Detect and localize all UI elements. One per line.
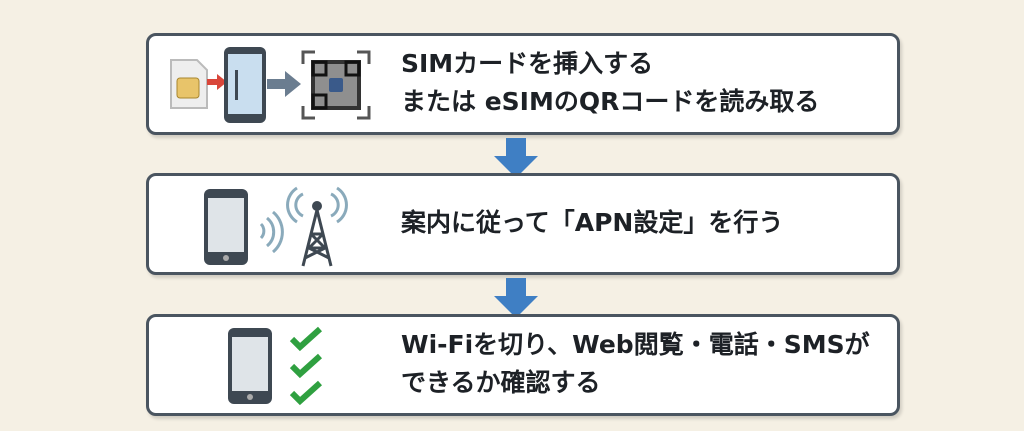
step-2-box: 案内に従って「APN設定」を行う (146, 173, 900, 275)
insert-arrow-icon (207, 74, 227, 90)
down-arrow-icon (494, 138, 538, 178)
step-2-text: 案内に従って「APN設定」を行う (401, 204, 783, 242)
check-icon (289, 326, 323, 406)
smartphone-icon (204, 189, 248, 265)
step-3-line-1: Wi-Fiを切り、Web閲覧・電話・SMSが (401, 330, 870, 359)
smartphone-icon (228, 328, 272, 404)
signal-tower-icon (259, 186, 348, 267)
down-arrow-icon (494, 278, 538, 318)
qr-code-icon (301, 50, 371, 120)
transfer-arrow-icon (267, 71, 301, 97)
step-3-text: Wi-Fiを切り、Web閲覧・電話・SMSができるか確認する (401, 326, 870, 402)
step-1-line-1: SIMカードを挿入する (401, 49, 654, 78)
step-3-box: Wi-Fiを切り、Web閲覧・電話・SMSができるか確認する (146, 314, 900, 416)
step-3-line-2: できるか確認する (401, 368, 601, 397)
sim-card-icon (170, 59, 208, 109)
step-2-line-1: 案内に従って「APN設定」を行う (401, 208, 784, 237)
step-1-box: SIMカードを挿入するまたは eSIMのQRコードを読み取る (146, 33, 900, 135)
smartphone-icon (224, 47, 266, 123)
step-1-text: SIMカードを挿入するまたは eSIMのQRコードを読み取る (401, 45, 819, 121)
step-1-line-2: または eSIMのQRコードを読み取る (401, 87, 820, 116)
